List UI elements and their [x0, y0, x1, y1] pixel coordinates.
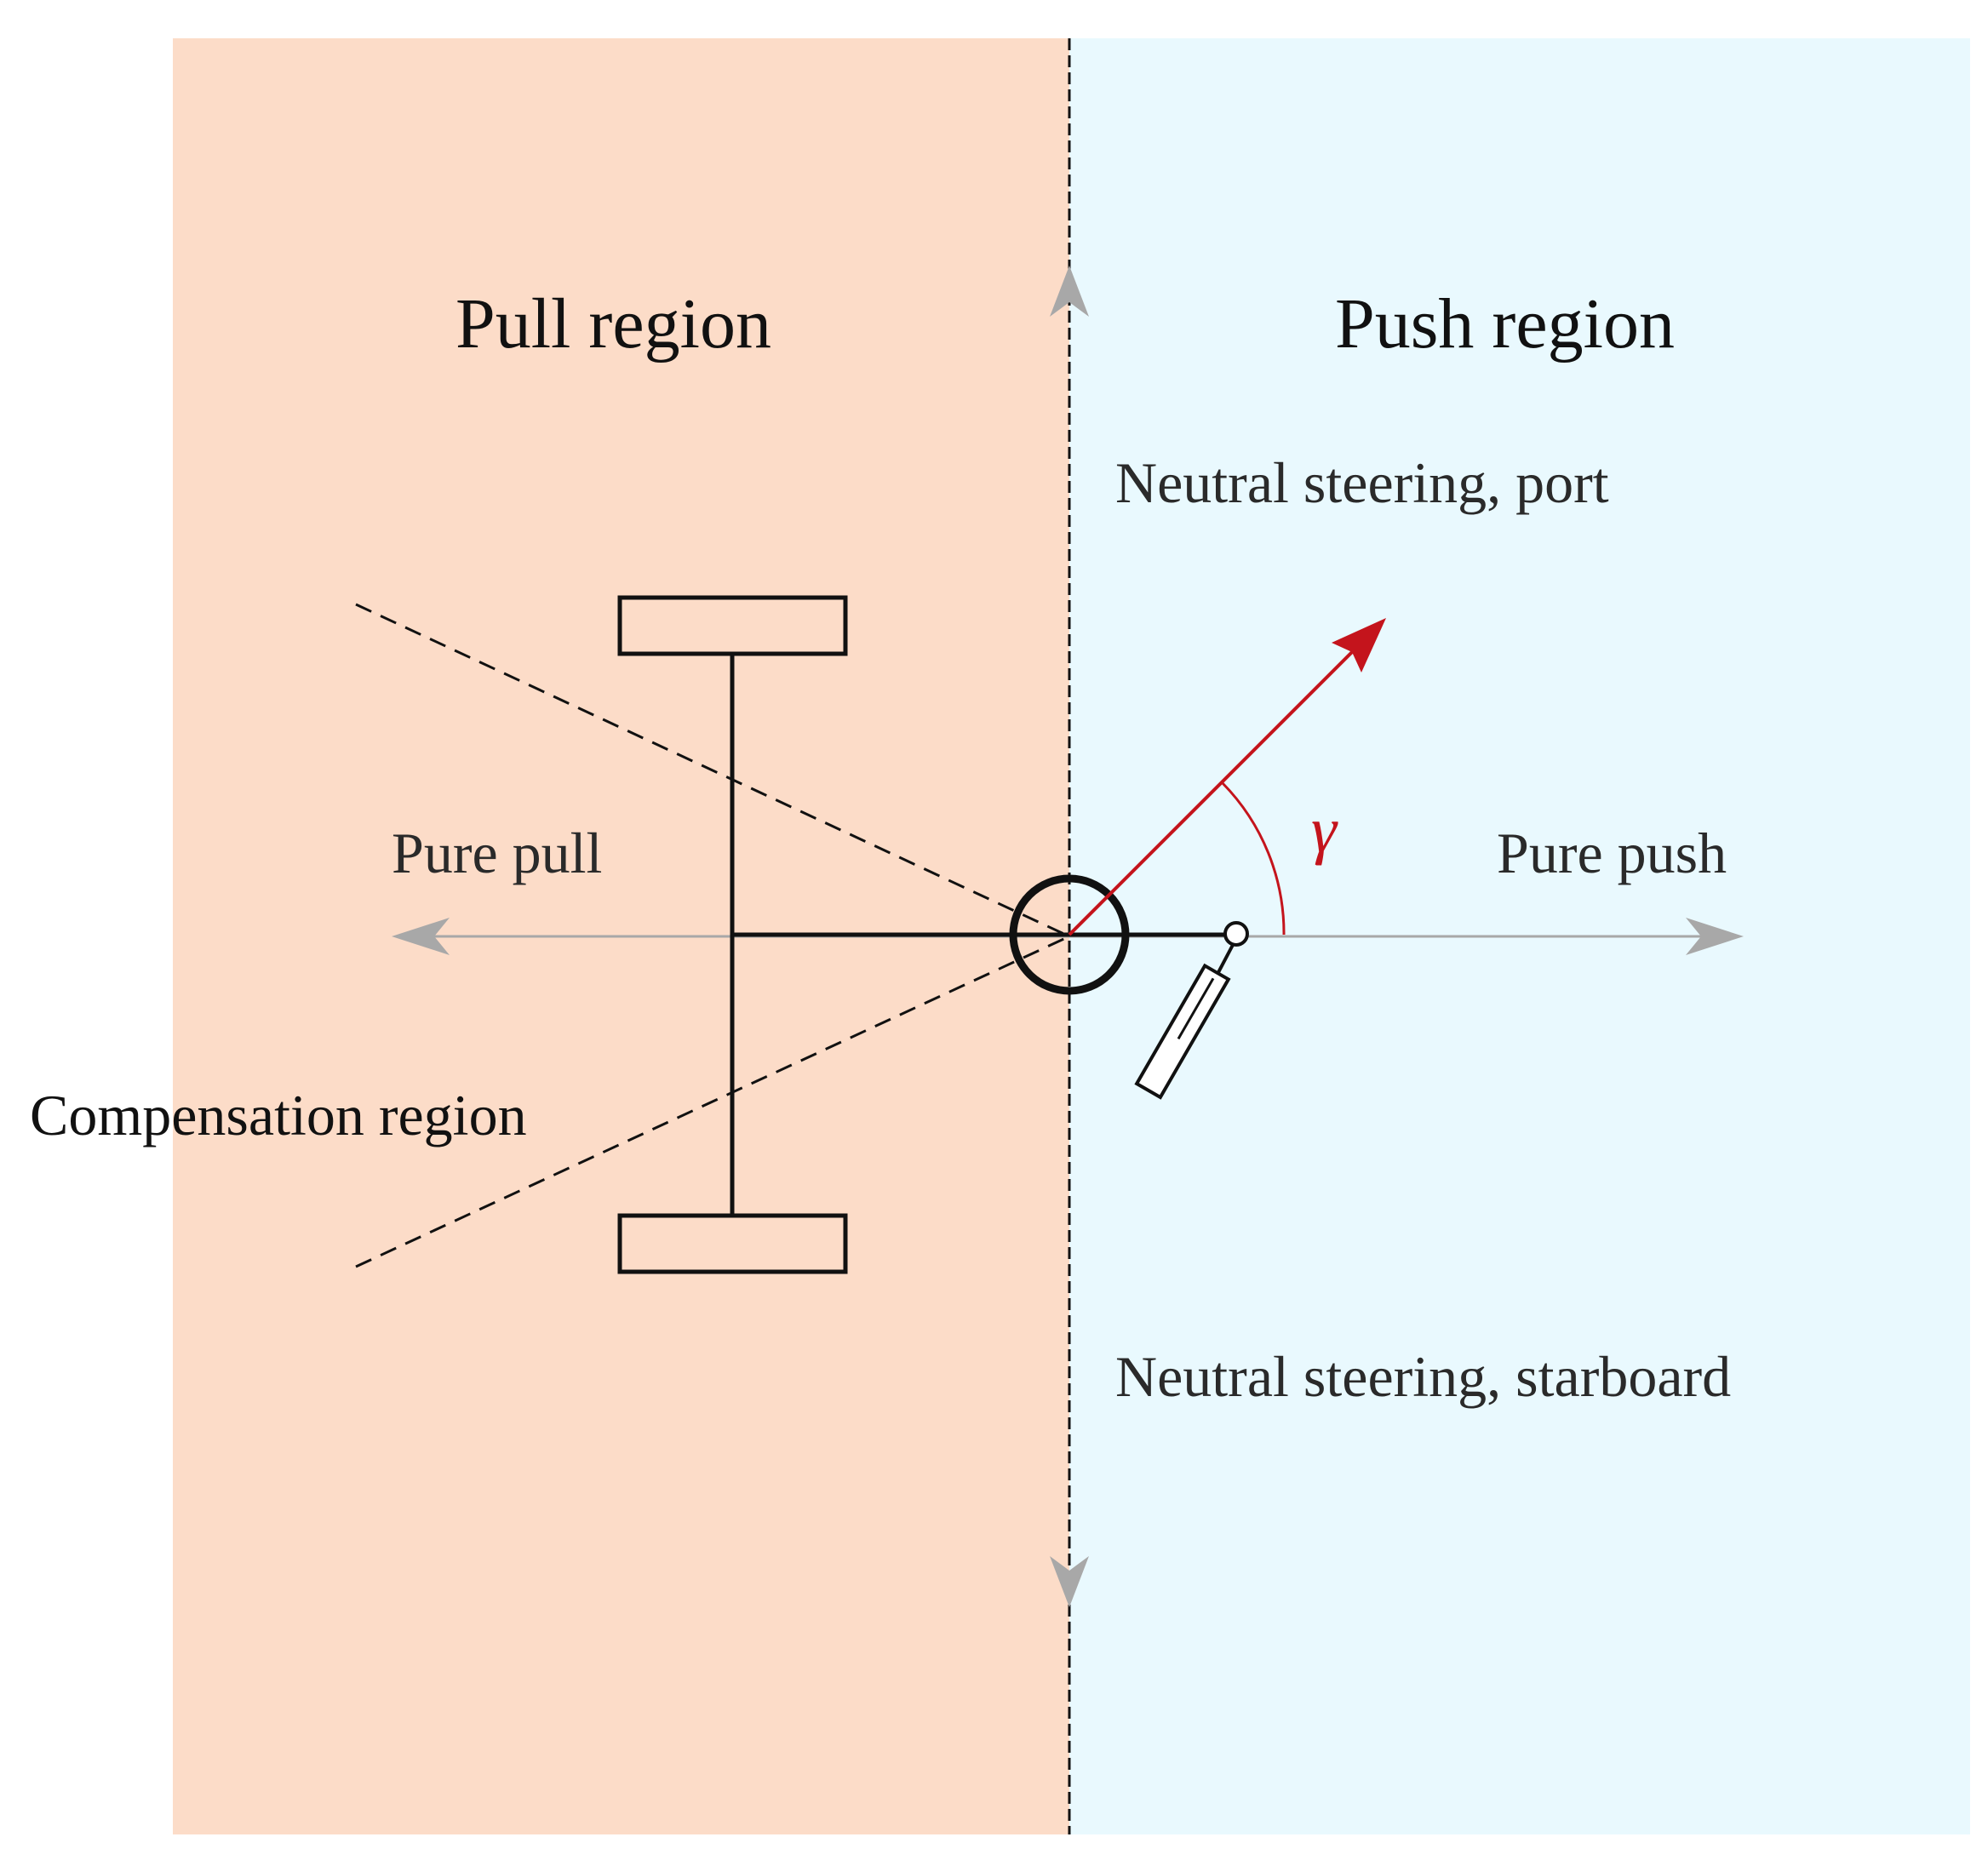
pure-pull-label: Pure pull — [392, 821, 602, 885]
vehicle-wheel-bottom — [617, 1213, 848, 1274]
thrust-vector — [1068, 640, 1364, 936]
compensation-boundary-lower — [355, 935, 1070, 1268]
angle-arc — [1221, 781, 1286, 936]
compensation-boundary-upper — [355, 603, 1070, 938]
arrow-left-icon — [392, 918, 450, 955]
pivot-circle-icon — [1009, 874, 1130, 995]
angle-gamma-label: γ — [1311, 794, 1338, 866]
arrow-down-icon — [1050, 1556, 1089, 1607]
lever-handle-icon — [1134, 963, 1231, 1100]
neutral-steering-port-label: Neutral steering, port — [1115, 450, 1609, 515]
push-region-title: Push region — [1335, 284, 1675, 363]
pull-region-title: Pull region — [455, 284, 771, 363]
neutral-steering-starboard-label: Neutral steering, starboard — [1115, 1344, 1731, 1409]
thrust-vector-arrowhead-icon — [1332, 618, 1386, 672]
arrow-up-icon — [1050, 266, 1089, 317]
lever-pivot-icon — [1223, 921, 1249, 947]
arrow-right-icon — [1686, 918, 1744, 955]
pure-push-label: Pure push — [1497, 821, 1727, 885]
vehicle-wheel-top — [617, 595, 848, 656]
compensation-region-label: Compensation region — [30, 1083, 527, 1147]
